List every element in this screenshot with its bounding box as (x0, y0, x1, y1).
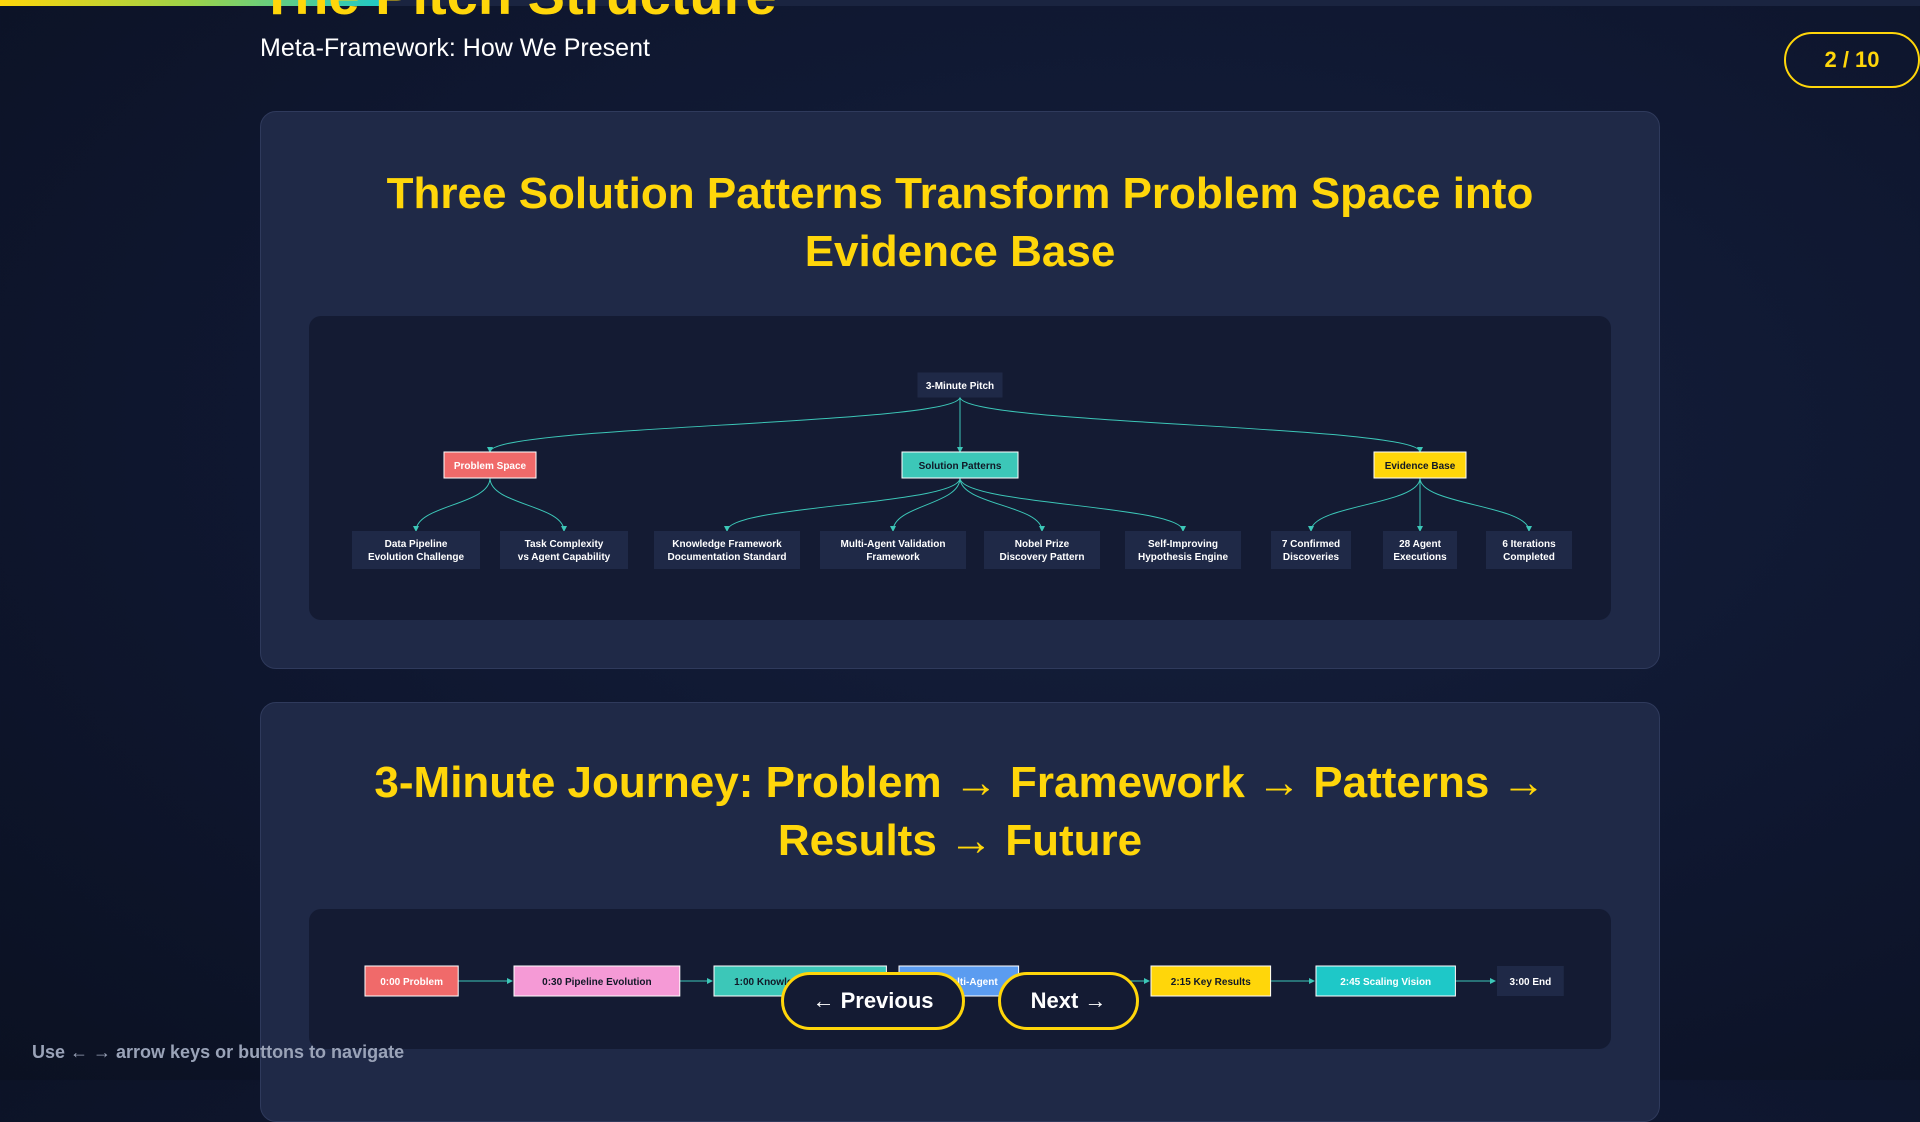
tree-leaf-label: Completed (1503, 552, 1555, 563)
tree-leaf-label: Multi-Agent Validation (841, 539, 946, 550)
diagram-card-journey: 3-Minute Journey: Problem → Framework → … (260, 702, 1660, 1122)
slide-title: The Pitch Structure (260, 0, 777, 27)
tree-branch-node: Problem Space (443, 451, 537, 479)
tree-edge (487, 396, 961, 453)
timeline-label: 2:15 Key Results (1171, 977, 1251, 988)
tree-leaf-label: 28 Agent (1399, 539, 1442, 550)
timeline-label: 3:00 End (1510, 977, 1552, 988)
tree-branch-node: Evidence Base (1373, 451, 1467, 479)
card-title: Three Solution Patterns Transform Proble… (386, 169, 1534, 276)
tree-leaf-label: Data Pipeline (385, 539, 448, 550)
tree-leaf-label: 6 Iterations (1502, 539, 1556, 550)
timeline-node: 2:45 Scaling Vision (1315, 965, 1456, 997)
tree-leaf-label: Documentation Standard (668, 552, 787, 563)
progress-track (0, 0, 1920, 6)
tree-edge (1308, 477, 1421, 532)
tree-edge (890, 477, 961, 532)
slide-subtitle: Meta-Framework: How We Present (260, 34, 650, 62)
previous-button[interactable]: ← Previous (781, 972, 965, 1030)
tree-branch-label: Solution Patterns (919, 461, 1002, 472)
timeline-node: 0:30 Pipeline Evolution (513, 965, 681, 997)
timeline-label: 0:00 Problem (380, 977, 443, 988)
tree-leaf-label: Self-Improving (1148, 539, 1218, 550)
next-button[interactable]: Next → (998, 972, 1139, 1030)
tree-leaf-label: Nobel Prize (1015, 539, 1070, 550)
tree-edge (959, 477, 1045, 532)
progress-bar (0, 0, 384, 6)
tree-edge (959, 477, 1186, 532)
tree-root-label: 3-Minute Pitch (926, 381, 994, 392)
timeline-node: 3:00 End (1497, 966, 1564, 996)
tree-leaf-label: Knowledge Framework (672, 539, 782, 550)
tree-leaf-label: 7 Confirmed (1282, 539, 1340, 550)
tree-leaf-label: Discoveries (1283, 552, 1340, 563)
timeline-label: 1:30 Multi-Agent (920, 977, 998, 988)
navigation-hint: Use ← → arrow keys or buttons to navigat… (32, 1042, 405, 1062)
diagram-card-patterns: Three Solution Patterns Transform Proble… (260, 111, 1660, 669)
tree-branch-node: Solution Patterns (901, 451, 1019, 479)
tree-edge (413, 477, 491, 532)
tree-leaf-label: Executions (1393, 552, 1447, 563)
timeline-node: 0:00 Problem (364, 965, 459, 997)
tree-edge (1419, 477, 1532, 532)
tree-leaf-label: Evolution Challenge (368, 552, 465, 563)
tree-edge (489, 477, 567, 532)
tree-branch-label: Problem Space (454, 461, 527, 472)
card-title: 3-Minute Journey: Problem → Framework → … (374, 758, 1546, 865)
timeline-node: 2:15 Key Results (1150, 965, 1272, 997)
tree-root-node: 3-Minute Pitch (917, 372, 1003, 398)
tree-branch-label: Evidence Base (1385, 461, 1456, 472)
tree-leaf-label: Framework (866, 552, 920, 563)
tree-leaf-label: vs Agent Capability (518, 552, 611, 563)
tree-leaf-node: Task Complexity vs Agent Capability (500, 531, 628, 569)
tree-edge (959, 396, 1423, 453)
tree-leaf-label: Discovery Pattern (999, 552, 1084, 563)
tree-leaf-label: Task Complexity (525, 539, 604, 550)
tree-leaf-label: Hypothesis Engine (1138, 552, 1228, 563)
timeline-label: 2:45 Scaling Vision (1340, 977, 1431, 988)
tree-edge (724, 477, 961, 532)
timeline-label: 0:30 Pipeline Evolution (542, 977, 651, 988)
slide-counter: 2 / 10 (1784, 32, 1920, 88)
